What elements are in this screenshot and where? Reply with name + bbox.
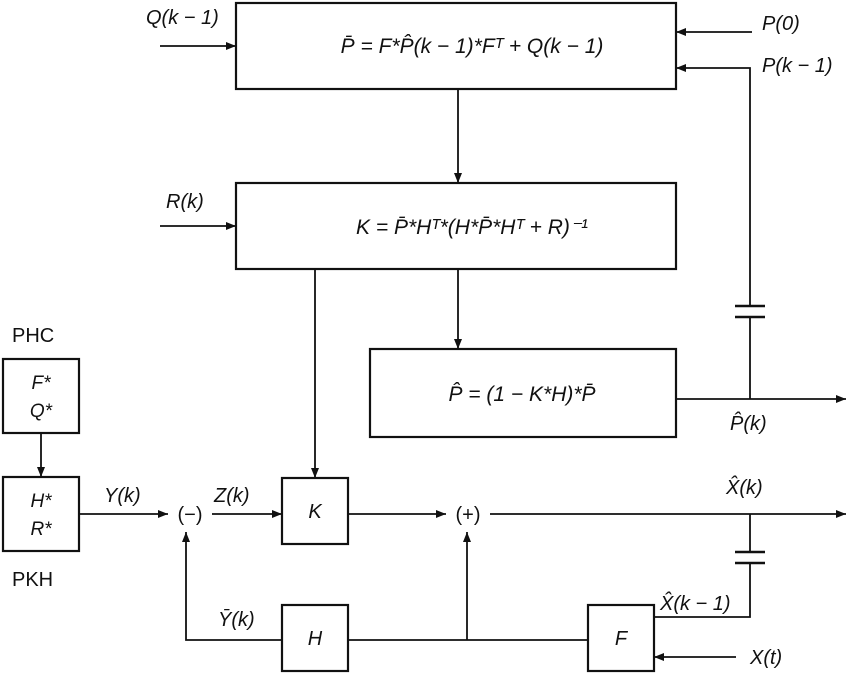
p-prev-label: P(k − 1) [762, 55, 833, 77]
predict-covariance-block [234, 1, 678, 91]
f-block-label: F [615, 628, 629, 650]
update-covariance-equation: P̂ = (1 − K*H)*P̄ [448, 383, 595, 406]
phc-block-line1: F* [32, 373, 52, 394]
h-to-minus-arrow [182, 532, 282, 641]
y-bar-label: Ȳ(k) [218, 608, 255, 631]
xt-label: X(t) [749, 647, 782, 669]
phc-label: PHC [12, 325, 54, 347]
q-prev-label: Q(k − 1) [146, 7, 219, 29]
f-block [586, 603, 656, 673]
pkh-block-line2: R* [30, 519, 52, 540]
x-hat-label: X̂(k) [725, 476, 763, 499]
p0-label: P(0) [762, 13, 800, 35]
x-delay-to-f-wire [654, 563, 751, 618]
h-block [280, 603, 350, 673]
minus-node: (−) [178, 504, 203, 526]
h-block-label: H [308, 628, 323, 650]
pkh-block [1, 475, 81, 553]
x-hat-prev-label: X̂(k − 1) [659, 592, 731, 615]
phc-block-line2: Q* [30, 401, 53, 422]
pkh-label: PKH [12, 569, 53, 591]
p-feedback-upper [676, 64, 751, 306]
k-block [280, 476, 350, 546]
predict-covariance-equation: P̄ = F*P̂(k − 1)*Fᵀ + Q(k − 1) [341, 35, 604, 58]
pkh-block-line1: H* [30, 491, 52, 512]
gain-equation: K = P̄*Hᵀ*(H*P̄*Hᵀ + R)⁻¹ [356, 216, 588, 239]
plus-node: (+) [456, 504, 481, 526]
gain-block [234, 181, 678, 271]
y-label: Y(k) [104, 485, 141, 507]
update-covariance-block [368, 347, 678, 439]
r-label: R(k) [166, 191, 204, 213]
k-block-label: K [308, 501, 323, 523]
p-hat-label: P̂(k) [730, 412, 767, 435]
z-label: Z(k) [213, 485, 250, 507]
phc-block [1, 357, 81, 435]
